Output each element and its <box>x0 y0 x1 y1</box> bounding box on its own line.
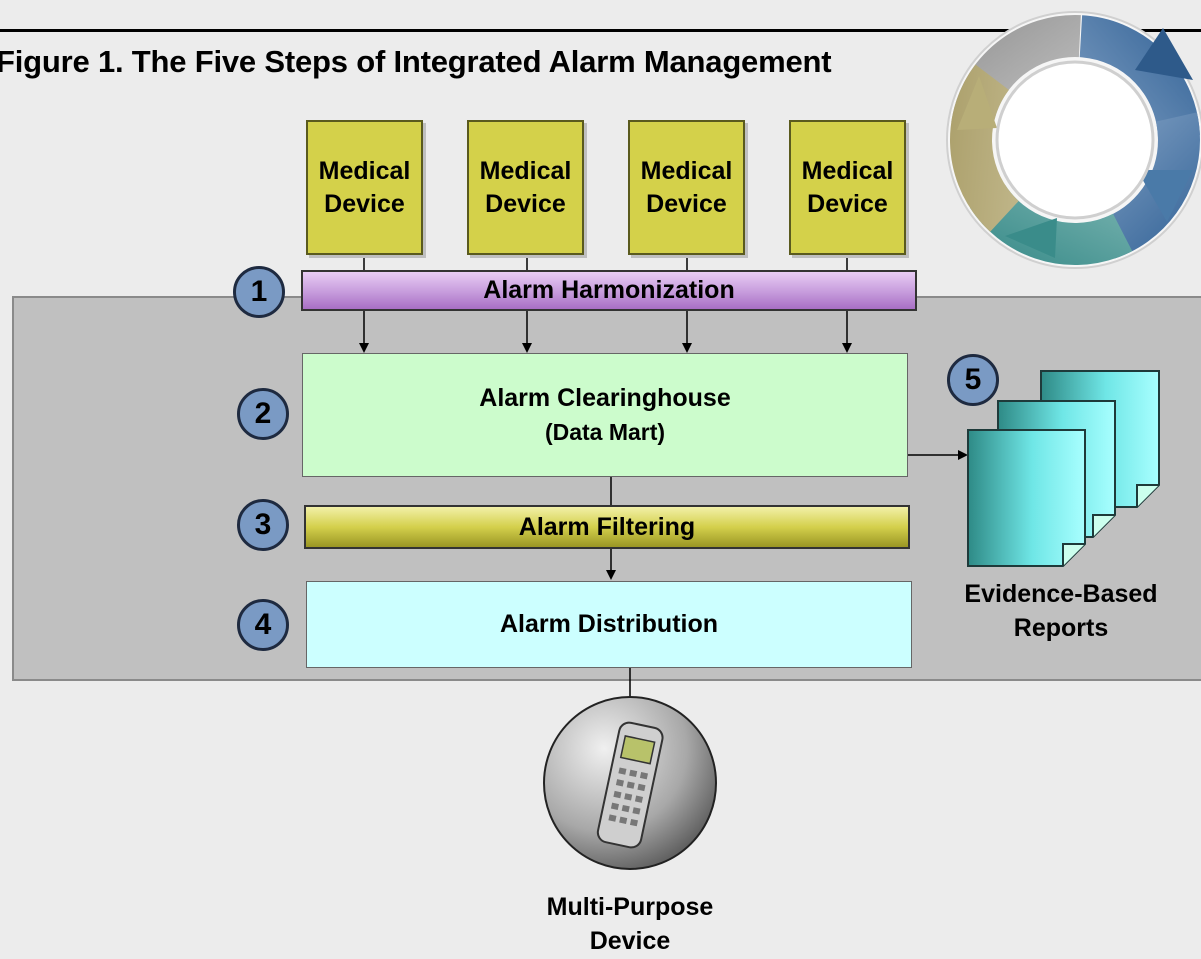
alarm-filtering-bar: Alarm Filtering <box>304 505 910 549</box>
reports-label-line1: Evidence-Based <box>964 580 1158 608</box>
device-label-line1: Medical <box>801 157 894 185</box>
alarm-distribution-box: Alarm Distribution <box>306 581 912 668</box>
step-5-badge: 5 <box>947 354 999 406</box>
endpoint-label-line2: Device <box>589 926 671 955</box>
multi-purpose-device-label: Multi-Purpose Device <box>520 891 740 959</box>
figure-title: Figure 1. The Five Steps of Integrated A… <box>0 44 832 79</box>
step-2-badge: 2 <box>237 388 289 440</box>
device-label-line2: Device <box>807 189 888 218</box>
device-label-line2: Device <box>485 189 566 218</box>
device-label-line1: Medical <box>318 157 411 185</box>
step-3-badge: 3 <box>237 499 289 551</box>
endpoint-label-line1: Multi-Purpose <box>546 893 714 921</box>
device-label-line1: Medical <box>640 157 733 185</box>
top-rule <box>0 29 1201 32</box>
device-label-line2: Device <box>324 189 405 218</box>
clearinghouse-subtitle: (Data Mart) <box>544 419 666 446</box>
alarm-harmonization-bar: Alarm Harmonization <box>301 270 917 311</box>
step-1-badge: 1 <box>233 266 285 318</box>
evidence-based-reports-label: Evidence-Based Reports <box>935 578 1187 646</box>
alarm-clearinghouse-box: Alarm Clearinghouse (Data Mart) <box>302 353 908 477</box>
device-label-line1: Medical <box>479 157 572 185</box>
step-4-badge: 4 <box>237 599 289 651</box>
clearinghouse-title: Alarm Clearinghouse <box>479 384 731 413</box>
device-label-line2: Device <box>646 189 727 218</box>
reports-label-line2: Reports <box>1013 613 1109 642</box>
